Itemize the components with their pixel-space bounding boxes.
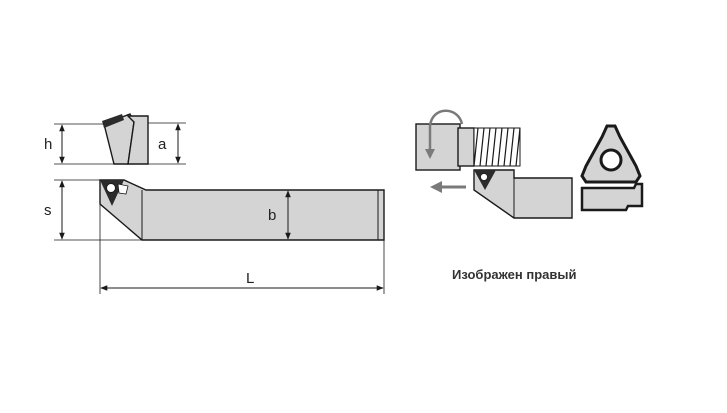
workpiece-cylinder [415,123,461,171]
insert-profile [580,182,644,212]
rotation-arrow-icon [425,109,464,159]
h-label: h [44,136,52,153]
workpiece-illustration [415,109,573,219]
clamp-icon [117,183,129,195]
end-view: h a [44,113,186,165]
s-label: s [44,202,52,219]
insert-center-hole [599,148,623,172]
caption-right-hand: Изображен правый [452,267,576,282]
thread-lines [473,127,521,167]
side-view: s b L [44,179,385,294]
end-view-insert [102,114,124,128]
holder-body [99,179,385,241]
workpiece-shoulder [457,127,475,167]
b-label: b [268,207,276,224]
a-label: a [158,136,167,153]
insert-screw-hole [106,183,116,193]
illustration-insert-hole [480,173,488,181]
end-view-shank [126,115,149,165]
l-label: L [246,270,254,287]
threading-insert [580,124,644,212]
